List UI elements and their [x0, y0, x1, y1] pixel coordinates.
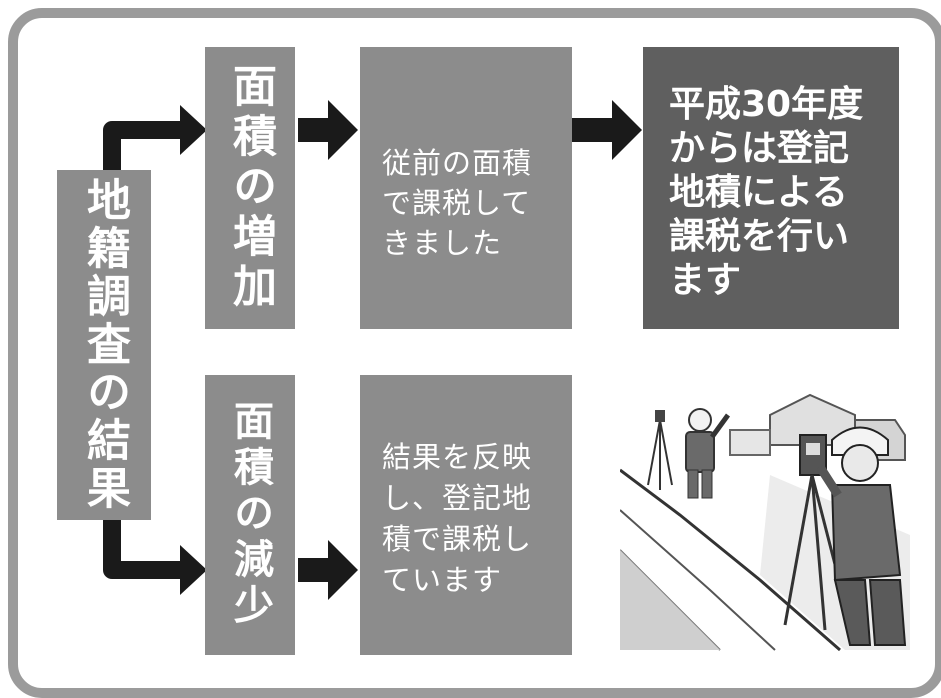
arrow-increase-note-shaft	[298, 118, 332, 142]
area-decrease-label: 面積の減少	[227, 400, 273, 630]
area-increase-box: 面積の増加	[205, 47, 295, 329]
arrow-decrease-note-head	[328, 540, 358, 600]
survey-workers-illustration	[620, 375, 910, 655]
area-decrease-box: 面積の減少	[205, 375, 295, 655]
increase-note-box: 従前の面積 で課税して きました	[360, 47, 572, 329]
survey-result-label: 地籍調査の結果	[79, 177, 130, 513]
arrow-result-head	[612, 100, 642, 160]
decrease-note-text: 結果を反映 し、登記地 積で課税し ています	[382, 440, 533, 597]
arrow-increase-note-head	[328, 100, 358, 160]
arrow-to-decrease	[103, 515, 185, 579]
result-text: 平成30年度 からは登記 地積による 課税を行い ます	[669, 84, 864, 301]
arrow-decrease-note-shaft	[298, 558, 332, 582]
result-box: 平成30年度 からは登記 地積による 課税を行い ます	[643, 47, 899, 329]
arrow-head-increase	[180, 105, 207, 155]
decrease-note-box: 結果を反映 し、登記地 積で課税し ています	[360, 375, 572, 655]
survey-result-box: 地籍調査の結果	[57, 170, 151, 520]
area-increase-label: 面積の増加	[225, 63, 276, 313]
arrow-result-shaft	[572, 118, 616, 142]
arrow-head-decrease	[180, 545, 207, 595]
increase-note-text: 従前の面積 で課税して きました	[382, 146, 533, 260]
